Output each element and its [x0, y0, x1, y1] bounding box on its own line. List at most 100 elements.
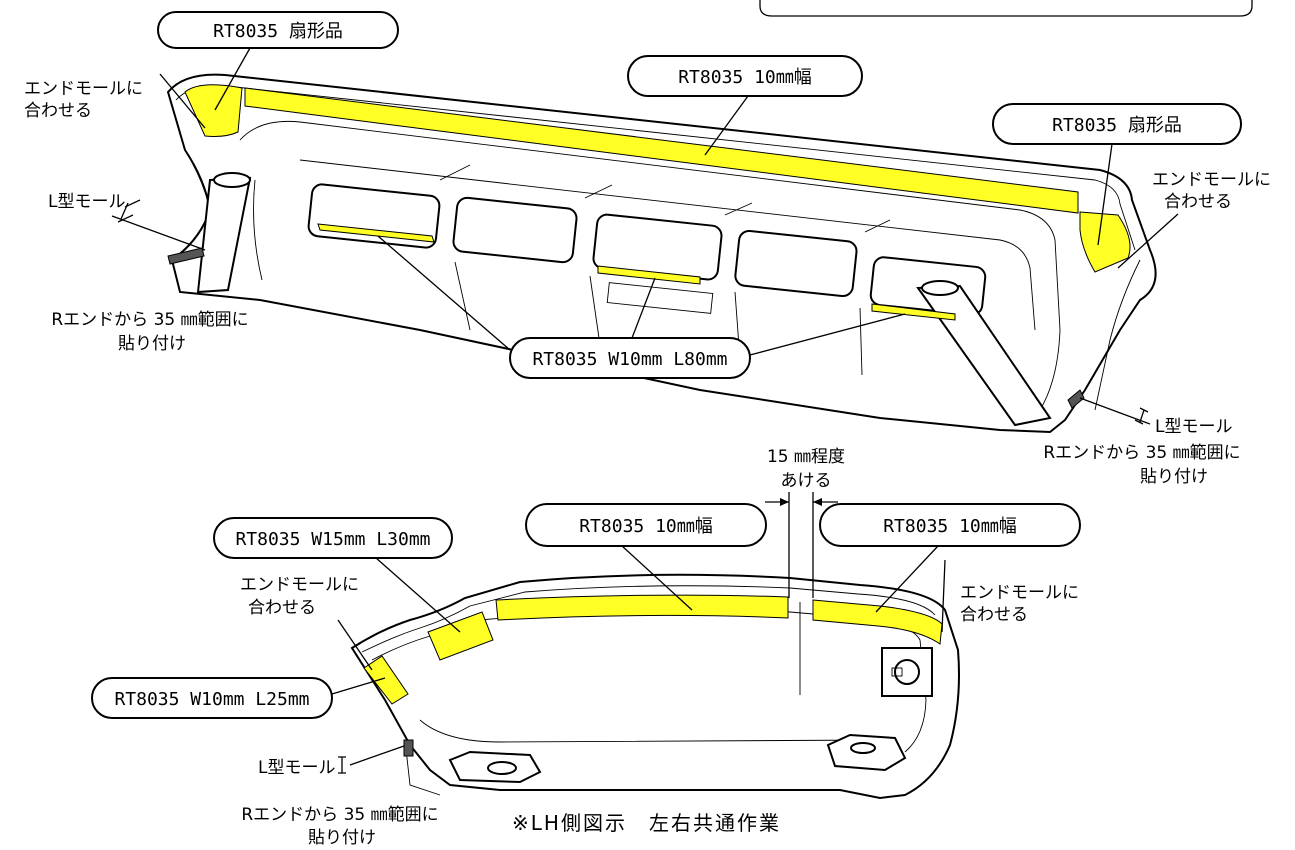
- top-tape-w10-1: [317, 223, 435, 243]
- callout-top-10mm: RT8035 10㎜幅: [627, 55, 863, 97]
- callout-top-fan-left: RT8035 扇形品: [157, 11, 399, 49]
- callout-box: [91, 677, 333, 719]
- top-tape-w10-2: [597, 265, 701, 285]
- leader-10mm-right: [875, 545, 939, 613]
- lh-side-note: ※LH側図示 左右共通作業: [512, 811, 781, 835]
- callout-text: RT8035 10㎜幅: [883, 516, 1017, 537]
- leader-end-mold-left: [159, 73, 206, 129]
- callout-box: [627, 55, 863, 97]
- top-left-stay-hole: [213, 172, 251, 188]
- bottom-tape-10mm-left: [495, 594, 789, 621]
- top-tape-w10-3: [871, 303, 956, 321]
- dim-l-mold-right: [1134, 407, 1149, 425]
- top-frame-box: [759, 0, 1253, 17]
- top-inner-wall: [239, 120, 1061, 411]
- callout-bottom-w10-l25: RT8035 W10mm L25mm: [91, 677, 333, 719]
- bottom-l-mold-label: L型モール: [258, 758, 335, 778]
- top-left-inner: [253, 179, 263, 281]
- leader-w10-2: [631, 277, 656, 339]
- gap-arrows: [780, 498, 822, 506]
- leader-w10-1: [377, 235, 511, 351]
- top-end-mold-right-2: 合わせる: [1164, 192, 1232, 212]
- callout-text: RT8035 W10mm L80mm: [532, 349, 727, 370]
- leader-w10-3: [749, 313, 906, 356]
- top-ribs: [439, 164, 891, 233]
- bottom-tape-w15-l30: [427, 611, 494, 661]
- callout-text: RT8035 10㎜幅: [579, 516, 713, 537]
- top-r-end-right-2: 貼り付け: [1140, 467, 1208, 487]
- callout-bottom-10mm-right: RT8035 10㎜幅: [819, 503, 1081, 547]
- bottom-end-mold-left-1: エンドモールに: [240, 575, 359, 595]
- top-tape-fan-right: [1079, 211, 1131, 273]
- bottom-l-mold: [403, 739, 414, 757]
- gap-label-1: 15 ㎜程度: [767, 447, 845, 467]
- callout-text: RT8035 10㎜幅: [678, 67, 812, 88]
- bottom-r-end-2: 貼り付け: [308, 828, 376, 848]
- bottom-tape-10mm-right: [812, 599, 943, 645]
- callout-box: [819, 503, 1081, 547]
- top-l-mold-left-label: L型モール: [48, 192, 125, 212]
- top-r-end-left-1: Rエンドから 35 ㎜範囲に: [51, 310, 248, 330]
- callout-box: [213, 517, 453, 559]
- top-l-mold-left: [167, 247, 205, 265]
- top-right-flange: [1094, 259, 1141, 411]
- callout-text: RT8035 扇形品: [1052, 115, 1182, 136]
- leader-10mm: [704, 95, 749, 156]
- bottom-bracket-pin: [891, 667, 903, 677]
- leader-fan-left: [214, 47, 251, 111]
- top-end-mold-left-1: エンドモールに: [24, 79, 143, 99]
- bottom-r-end-1: Rエンドから 35 ㎜範囲に: [241, 805, 438, 825]
- top-opening-2: [452, 196, 578, 264]
- gap-extension-lines: [788, 492, 814, 598]
- callout-box: [509, 337, 751, 379]
- leader-l-mold-bottom: [349, 745, 405, 766]
- leader-w10-l25: [331, 677, 386, 695]
- top-right-stay-hole: [921, 280, 959, 296]
- callout-text: RT8035 扇形品: [213, 21, 343, 42]
- leader-w15-l30: [375, 557, 461, 633]
- bottom-end-mold-left-2: 合わせる: [248, 598, 316, 618]
- bottom-tape-w10-l25: [363, 655, 409, 705]
- top-r-end-left-2: 貼り付け: [118, 334, 186, 354]
- bottom-end-mold-right-2: 合わせる: [960, 605, 1028, 625]
- leader-l-mold-left: [111, 215, 206, 251]
- callout-bottom-10mm-left: RT8035 10㎜幅: [525, 503, 767, 547]
- bottom-bracket-boss: [894, 659, 920, 685]
- top-end-mold-left-2: 合わせる: [24, 101, 92, 121]
- top-tape-fan-left: [184, 84, 243, 137]
- dim-l-mold-left: [117, 199, 141, 223]
- top-opening-4: [734, 229, 858, 298]
- bottom-end-mold-right-1: エンドモールに: [960, 583, 1079, 603]
- gap-label-2: あける: [781, 471, 832, 491]
- top-end-mold-right-1: エンドモールに: [1152, 170, 1271, 190]
- bottom-inner-rim: [361, 585, 936, 653]
- leader-10mm-left: [621, 545, 693, 611]
- top-tape-10mm: [244, 87, 1079, 214]
- top-l-mold-right-label: L型モール: [1155, 417, 1232, 437]
- top-slot: [606, 282, 714, 314]
- callout-bottom-w15-l30: RT8035 W15mm L30mm: [213, 517, 453, 559]
- bottom-part-drawing: [350, 573, 960, 800]
- top-r-end-right-1: Rエンドから 35 ㎜範囲に: [1043, 443, 1240, 463]
- bottom-lower-edge: [419, 719, 881, 743]
- leader-end-mold-left-bottom: [337, 619, 373, 671]
- callout-text: RT8035 W10mm L25mm: [114, 689, 309, 710]
- callout-box: [157, 11, 399, 49]
- bottom-clip-right-hole: [850, 742, 876, 754]
- callout-box: [525, 503, 767, 547]
- callout-top-fan-right: RT8035 扇形品: [992, 103, 1242, 145]
- leader-l-mold-right: [1079, 397, 1151, 425]
- leader-end-mold-right: [1117, 213, 1179, 269]
- top-inner-wall-2: [299, 159, 1036, 331]
- top-part-drawing: [166, 73, 1157, 434]
- bottom-clip-left-hole: [487, 761, 517, 775]
- top-l-mold-right: [1067, 389, 1085, 409]
- callout-top-w10-l80: RT8035 W10mm L80mm: [509, 337, 751, 379]
- callout-box: [992, 103, 1242, 145]
- dim-l-mold-bottom: [338, 756, 346, 774]
- leader-end-mold-right-bottom: [941, 559, 946, 633]
- top-lower-ribs: [454, 261, 863, 376]
- leader-fan-right: [1097, 143, 1113, 246]
- callout-text: RT8035 W15mm L30mm: [235, 529, 430, 550]
